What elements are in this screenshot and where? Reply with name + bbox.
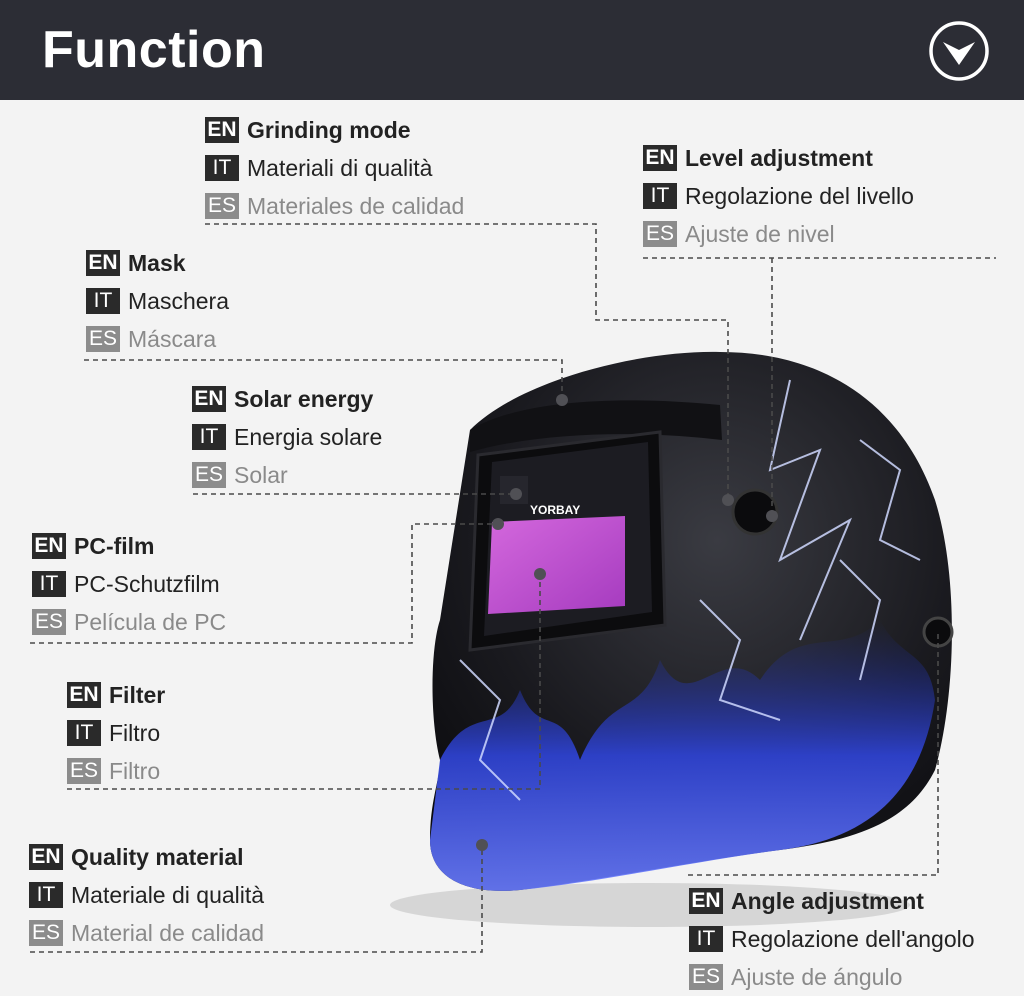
label-angle-adjustment: EN Angle adjustment IT Regolazione dell'an… (689, 882, 975, 996)
text-it: Maschera (128, 287, 229, 314)
welding-helmet-illustration: YORBAY (390, 351, 954, 927)
text-es: Filtro (109, 757, 161, 784)
text-en: Grinding mode (247, 116, 411, 143)
text-en: PC-film (74, 532, 155, 559)
lang-tag-en: EN (205, 117, 239, 143)
text-en: Level adjustment (685, 144, 873, 171)
leader-lines (30, 223, 996, 953)
page-title: Function (42, 21, 266, 79)
lang-tag-en: EN (67, 682, 101, 708)
text-it: Materiale di qualità (71, 881, 265, 908)
text-es: Película de PC (74, 608, 227, 635)
text-en: Solar energy (234, 385, 374, 412)
text-es: Ajuste de nivel (685, 220, 835, 247)
lang-tag-es: ES (29, 920, 63, 946)
text-en: Filter (109, 681, 166, 708)
lang-tag-en: EN (643, 145, 677, 171)
label-mask: EN Mask IT Maschera ES Máscara (86, 244, 229, 358)
lang-tag-it: IT (67, 720, 101, 746)
label-quality-material: EN Quality material IT Materiale di qualit… (29, 838, 264, 952)
lang-tag-en: EN (86, 250, 120, 276)
label-grinding-mode: EN Grinding mode IT Materiali di qualità E… (205, 111, 464, 225)
lang-tag-en: EN (689, 888, 723, 914)
text-it: Regolazione del livello (685, 182, 914, 209)
lang-tag-es: ES (205, 193, 239, 219)
lang-tag-it: IT (192, 424, 226, 450)
text-es: Ajuste de ángulo (731, 963, 903, 990)
label-filter: EN Filter IT Filtro ES Filtro (67, 676, 165, 790)
lang-tag-it: IT (689, 926, 723, 952)
lang-tag-es: ES (689, 964, 723, 990)
lang-tag-en: EN (29, 844, 63, 870)
lang-tag-it: IT (205, 155, 239, 181)
label-solar-energy: EN Solar energy IT Energia solare ES Solar (192, 380, 382, 494)
text-it: Energia solare (234, 423, 383, 450)
text-it: PC-Schutzfilm (74, 570, 220, 597)
lang-tag-it: IT (29, 882, 63, 908)
header-bar: Function (0, 0, 1024, 100)
text-it: Filtro (109, 719, 161, 746)
text-it: Regolazione dell'angolo (731, 925, 975, 952)
text-es: Material de calidad (71, 919, 265, 946)
text-en: Mask (128, 249, 186, 276)
lang-tag-es: ES (67, 758, 101, 784)
lang-tag-en: EN (192, 386, 226, 412)
lang-tag-it: IT (643, 183, 677, 209)
text-en: Angle adjustment (731, 887, 924, 914)
lang-tag-it: IT (86, 288, 120, 314)
lang-tag-it: IT (32, 571, 66, 597)
label-pc-film: EN PC-film IT PC-Schutzfilm ES Película de … (32, 527, 226, 641)
lang-tag-es: ES (32, 609, 66, 635)
lang-tag-es: ES (86, 326, 120, 352)
lang-tag-es: ES (192, 462, 226, 488)
lang-tag-en: EN (32, 533, 66, 559)
label-level-adjustment: EN Level adjustment IT Regolazione del liv… (643, 139, 914, 253)
text-es: Solar (234, 461, 288, 488)
chevron-down-icon[interactable] (928, 20, 990, 82)
lang-tag-es: ES (643, 221, 677, 247)
brand-text: YORBAY (530, 503, 580, 517)
text-es: Materiales de calidad (247, 192, 465, 219)
text-es: Máscara (128, 325, 217, 352)
text-en: Quality material (71, 843, 244, 870)
text-it: Materiali di qualità (247, 154, 433, 181)
